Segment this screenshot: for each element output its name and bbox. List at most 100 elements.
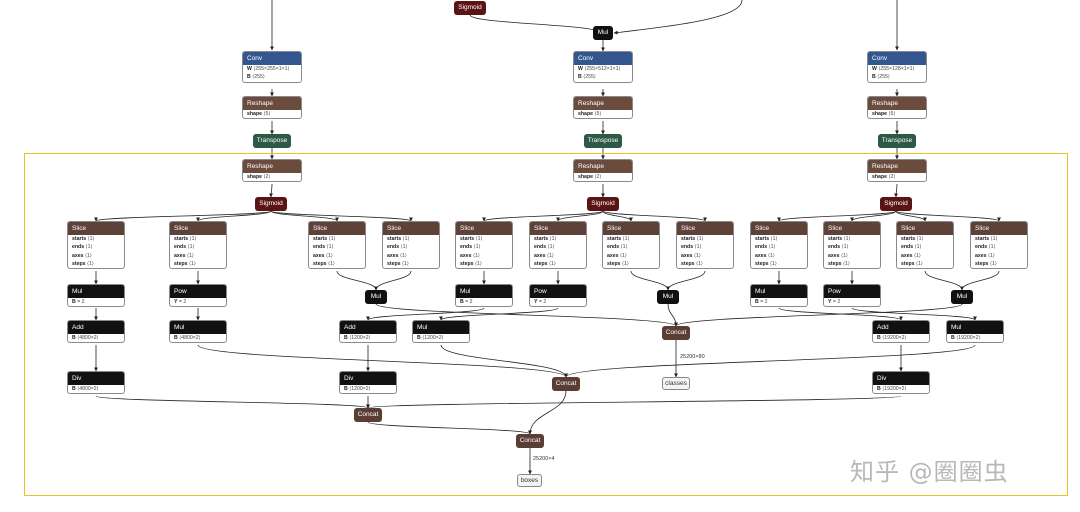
attr-key: B [174, 335, 178, 341]
classes-output-node[interactable]: classes [662, 377, 690, 390]
attr-value: ⟨1⟩ [187, 252, 194, 259]
slice-node-0-0-attr: ends ⟨1⟩ [68, 243, 124, 251]
transpose-node-0[interactable]: Transpose [253, 134, 291, 148]
top-sigmoid-node[interactable]: Sigmoid [454, 1, 486, 15]
mul-a-node-2-attr: B = 2 [751, 298, 807, 306]
attr-key: B [72, 299, 76, 305]
transpose-node-2[interactable]: Transpose [878, 134, 916, 148]
edge [850, 210, 897, 222]
boxes-output-node[interactable]: boxes [517, 474, 542, 487]
attr-value: ⟨1⟩ [328, 236, 336, 242]
div-node-2-title: Div [873, 372, 929, 385]
reshape-node-1-title: Reshape [574, 97, 632, 110]
attr-value: ⟨1⟩ [843, 236, 851, 242]
attr-value: ⟨1⟩ [843, 260, 850, 267]
attr-key: B [72, 335, 76, 341]
slice-node-1-2-title: Slice [603, 222, 659, 235]
slice-node-1-1-attr: ends ⟨1⟩ [530, 243, 586, 251]
concat-final-node[interactable]: Concat [516, 434, 544, 448]
attr-value: ⟨1⟩ [696, 260, 703, 267]
attr-key: axes [828, 252, 840, 259]
pow-node-1-title: Pow [530, 285, 586, 298]
edge [270, 210, 413, 222]
attr-value: ⟨5⟩ [888, 111, 896, 117]
attr-key: steps [828, 260, 842, 267]
edge [674, 303, 963, 327]
mul-b-node-2-attr: B ⟨19200×2⟩ [947, 334, 1003, 342]
attr-key: axes [387, 252, 399, 259]
attr-value: = 2 [832, 299, 841, 305]
concat-left-node[interactable]: Concat [354, 408, 382, 422]
attr-key: Y [828, 299, 832, 305]
attr-value: ⟨1⟩ [87, 260, 94, 267]
sigmoid-node-0[interactable]: Sigmoid [255, 197, 287, 211]
concat-classes-node[interactable]: Concat [662, 326, 690, 340]
transpose-node-1[interactable]: Transpose [584, 134, 622, 148]
edge [270, 210, 339, 222]
attr-key: B [578, 74, 582, 81]
slice-node-1-0-attr: starts ⟨1⟩ [456, 235, 512, 243]
mul-c-node-2[interactable]: Mul [951, 290, 973, 304]
slice-node-1-0-attr: axes ⟨1⟩ [456, 252, 512, 260]
slice-node-0-2-attr: axes ⟨1⟩ [309, 252, 365, 260]
edge [564, 344, 976, 378]
top-mul-node[interactable]: Mul [593, 26, 613, 40]
slice-node-1-0-attr: ends ⟨1⟩ [456, 243, 512, 251]
mul-b-node-1-attr: B ⟨1200×2⟩ [413, 334, 469, 342]
slice-node-2-1-attr: steps ⟨1⟩ [824, 260, 880, 268]
attr-value: ⟨5⟩ [594, 111, 602, 117]
attr-value: ⟨255×128×1×1⟩ [878, 66, 915, 72]
edge [777, 210, 897, 222]
attr-value: ⟨1⟩ [189, 236, 197, 242]
attr-value: ⟨255×255×1×1⟩ [253, 66, 290, 72]
conv-node-2-attr: W ⟨255×128×1×1⟩ [868, 65, 926, 73]
mul-c-node-0[interactable]: Mul [365, 290, 387, 304]
edge [269, 183, 274, 198]
sigmoid-node-1[interactable]: Sigmoid [587, 197, 619, 211]
attr-value: ⟨1⟩ [400, 252, 407, 259]
sigmoid-node-2[interactable]: Sigmoid [880, 197, 912, 211]
mul-c-node-1[interactable]: Mul [657, 290, 679, 304]
slice-node-1-3-attr: steps ⟨1⟩ [677, 260, 733, 268]
attr-value: ⟨1⟩ [326, 252, 333, 259]
attr-key: B [344, 386, 348, 392]
concat-mid-node[interactable]: Concat [552, 377, 580, 391]
attr-value: ⟨1⟩ [768, 252, 775, 259]
